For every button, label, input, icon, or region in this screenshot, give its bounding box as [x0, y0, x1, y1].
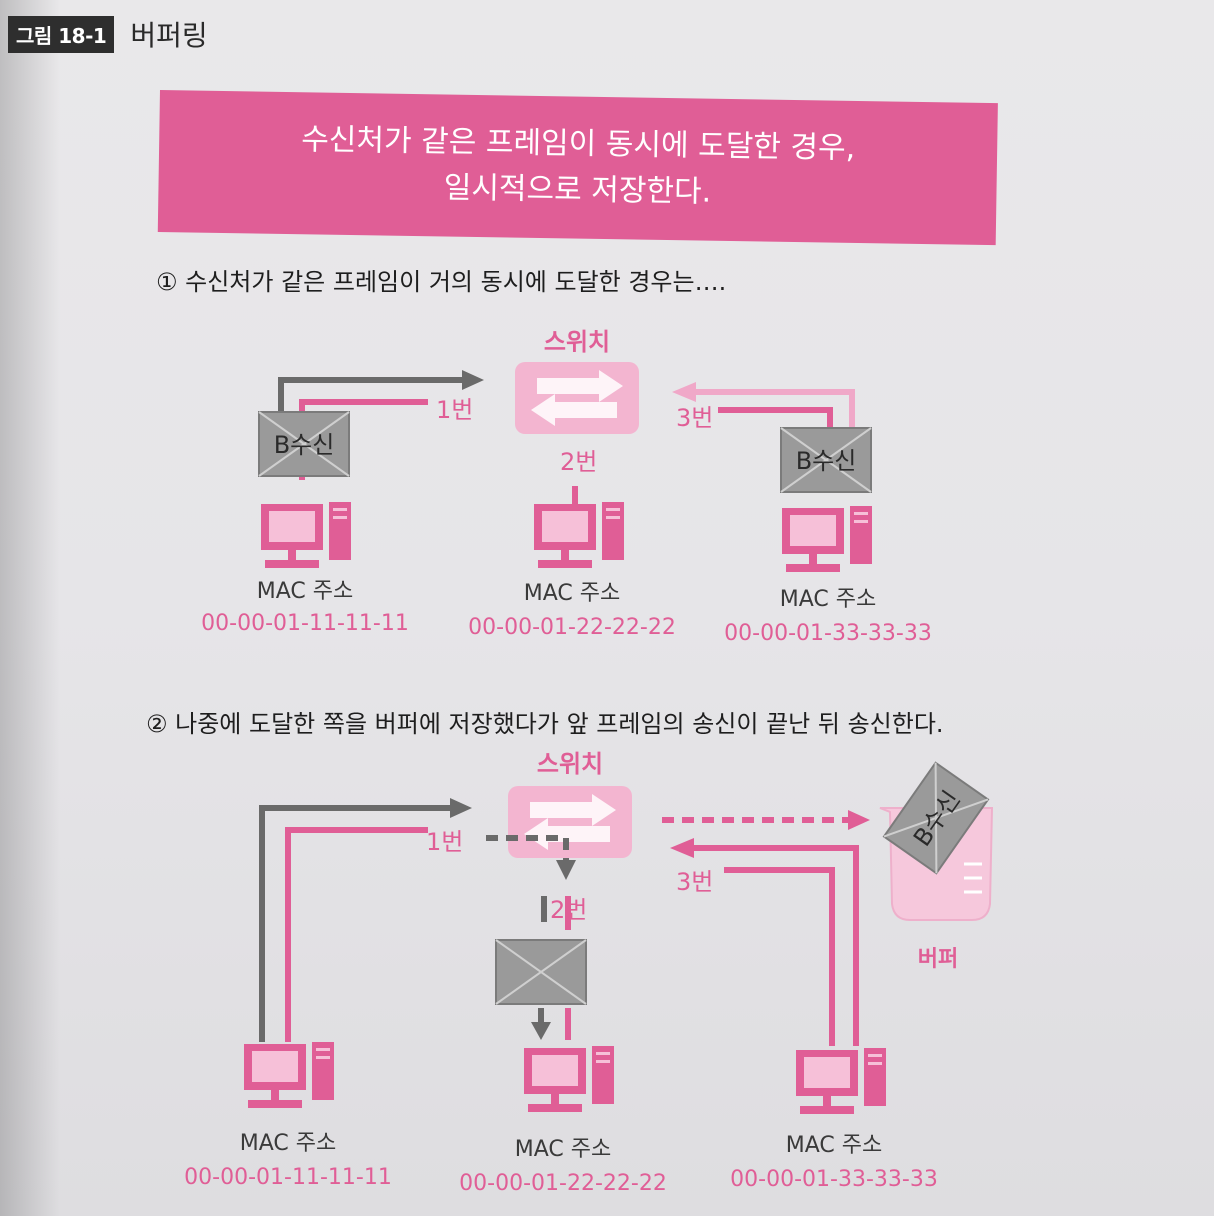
mac-address-2-b: 00-00-01-22-22-22: [459, 1171, 667, 1196]
envelope-left-1-text: B수신: [274, 431, 335, 459]
mac-label-2-a: MAC 주소: [524, 581, 620, 606]
computer-2-b: [524, 1046, 614, 1112]
computer-3-a: [782, 506, 872, 572]
frame-1-label-b: 1번: [426, 828, 463, 856]
frame-2-label-b: 2번: [550, 896, 587, 924]
figure-header: 그림 18-1 버퍼링: [8, 14, 208, 54]
frame-path-pink-3: [718, 407, 833, 430]
figure-number-badge: 그림 18-1: [8, 15, 115, 53]
envelope-left-1: B수신: [258, 411, 350, 477]
mac-label-1-a: MAC 주소: [257, 579, 353, 604]
mac-label-3-a: MAC 주소: [780, 587, 876, 612]
frame-path-pink-3c: [724, 867, 835, 1046]
computer-3-b: [796, 1048, 886, 1114]
mac-address-3-a: 00-00-01-33-33-33: [724, 621, 932, 646]
switch-2: [508, 786, 632, 858]
frame-1-label-a: 1번: [436, 396, 473, 424]
delivery-arrow-head: [531, 1022, 551, 1040]
frame-path-light-3: [696, 389, 855, 430]
envelope-middle-2: [495, 939, 587, 1005]
frame-3-label-b: 3번: [676, 868, 713, 896]
mac-label-1-b: MAC 주소: [240, 1131, 336, 1156]
frame-path-pink-3b: [694, 845, 859, 1046]
mac-label-3-b: MAC 주소: [786, 1133, 882, 1158]
envelope-buffered: B수신: [882, 761, 990, 875]
forward-path-dashed: [486, 835, 569, 860]
figure-title: 버퍼링: [130, 19, 208, 52]
buffer-label: 버퍼: [918, 947, 958, 972]
arrow-head-gray-1b: [450, 798, 472, 818]
frame-path-gray-1b: [259, 805, 450, 1042]
frame-3-label-a: 3번: [676, 404, 713, 432]
arrow-head-light-3: [672, 382, 696, 402]
envelope-right-1-text: B수신: [796, 447, 857, 475]
arrow-head-pink-3b: [670, 838, 694, 858]
switch-label-1: 스위치: [544, 328, 610, 356]
mac-address-1-a: 00-00-01-11-11-11: [201, 611, 409, 636]
page-spine-shadow: [0, 0, 60, 1216]
mac-label-2-b: MAC 주소: [515, 1137, 611, 1162]
step-1-caption: ① 수신처가 같은 프레임이 거의 동시에 도달한 경우는….: [156, 268, 727, 296]
switch-label-2: 스위치: [537, 750, 603, 778]
computer-1-a: [261, 502, 351, 568]
mac-address-2-a: 00-00-01-22-22-22: [468, 615, 676, 640]
step-2-caption: ② 나중에 도달한 쪽을 버퍼에 저장했다가 앞 프레임의 송신이 끝난 뒤 송…: [146, 710, 944, 738]
switch-1: [515, 362, 639, 434]
arrow-head-gray-1: [462, 370, 484, 390]
forward-arrow-head: [556, 860, 576, 880]
frame-path-pink-1b: [285, 827, 428, 1042]
computer-1-b: [244, 1042, 334, 1108]
buffer-arrow-head: [848, 810, 870, 830]
mac-address-1-b: 00-00-01-11-11-11: [184, 1165, 392, 1190]
mac-address-3-b: 00-00-01-33-33-33: [730, 1167, 938, 1192]
buffer-beaker: B수신: [879, 761, 994, 921]
frame-2-label-a: 2번: [560, 448, 597, 476]
envelope-right-1: B수신: [780, 427, 872, 493]
computer-2-a: [534, 502, 624, 568]
